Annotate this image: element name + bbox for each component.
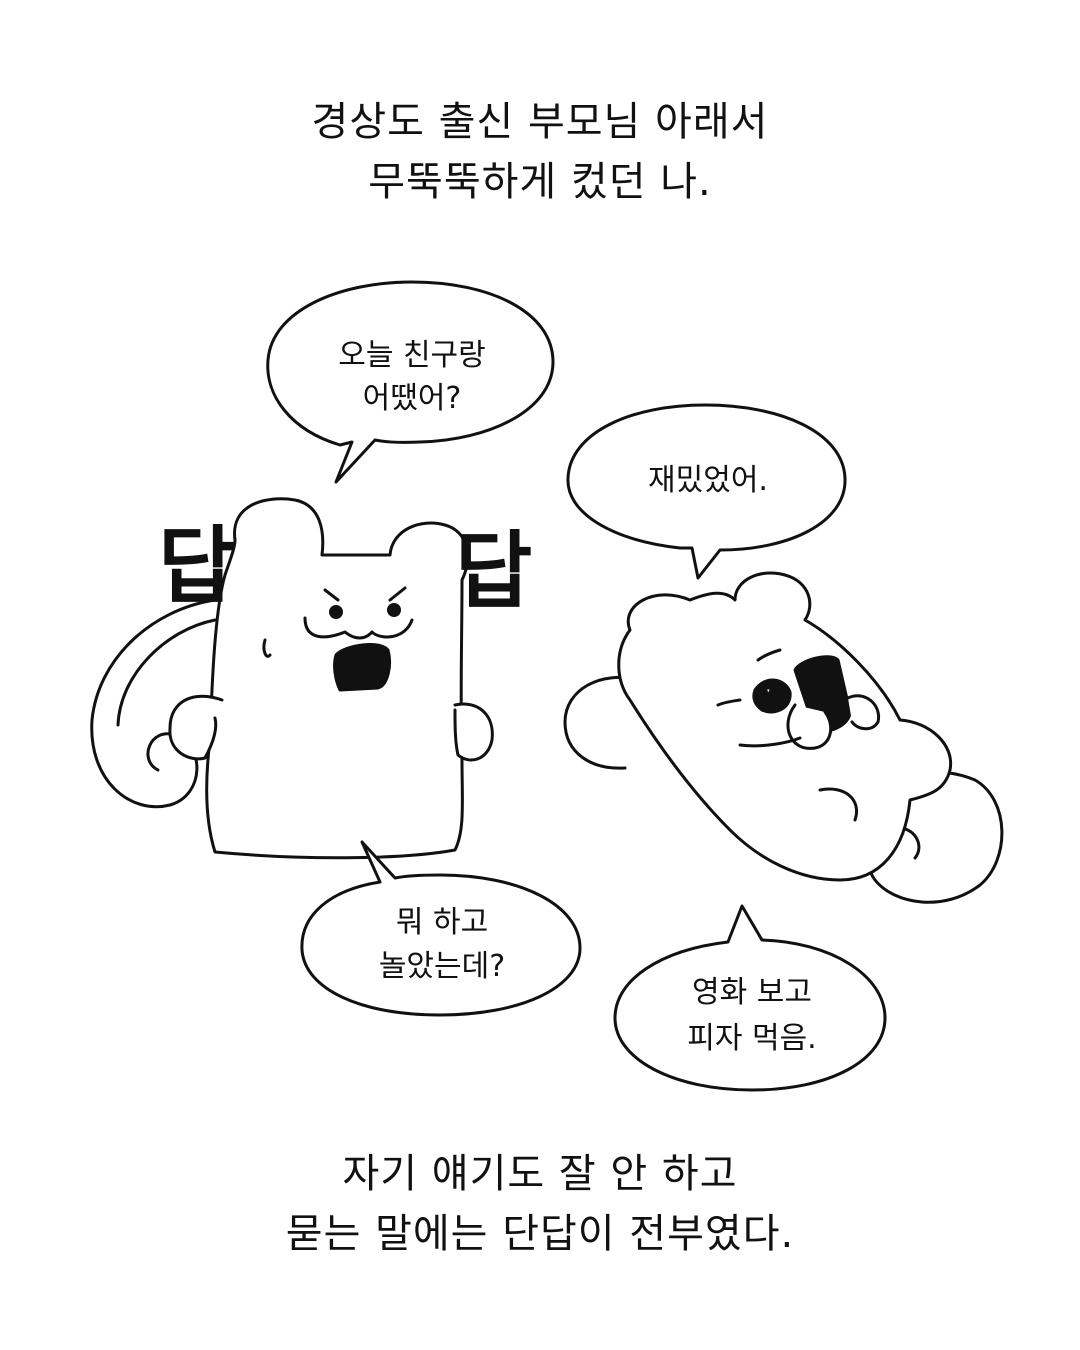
child-answer-2-line1: 영화 보고 [692,975,812,1010]
caption-top: 경상도 출신 부모님 아래서 무뚝뚝하게 컸던 나. [0,92,1080,212]
speech-bubble-child-answer-1: 재밌었어. [566,403,847,580]
caption-bottom-line2: 묻는 말에는 단답이 전부였다. [285,1211,795,1257]
caption-top-line2: 무뚝뚝하게 컸던 나. [368,159,712,205]
parent-question-2-line2: 놀았는데? [379,949,505,984]
parent-character [90,497,494,860]
child-character [563,571,1004,904]
parent-question-1-line2: 어땠어? [363,381,462,416]
caption-bottom-line1: 자기 얘기도 잘 안 하고 [342,1151,738,1197]
sound-effect-left: 답 [158,517,235,615]
speech-bubble-child-answer-2: 영화 보고 피자 먹음. [613,904,887,1092]
caption-bottom: 자기 얘기도 잘 안 하고 묻는 말에는 단답이 전부였다. [0,1144,1080,1264]
parent-question-1-line1: 오늘 친구랑 [338,338,486,373]
child-answer-2-line2: 피자 먹음. [687,1021,816,1056]
caption-top-line1: 경상도 출신 부모님 아래서 [311,99,769,145]
parent-question-2-line1: 뭐 하고 [396,905,488,940]
speech-bubble-parent-question-1: 오늘 친구랑 어땠어? [266,280,555,484]
speech-bubble-parent-question-2: 뭐 하고 놀았는데? [300,840,582,1017]
child-answer-1-line1: 재밌었어. [648,463,768,498]
sound-effect-right: 답 [455,522,532,620]
